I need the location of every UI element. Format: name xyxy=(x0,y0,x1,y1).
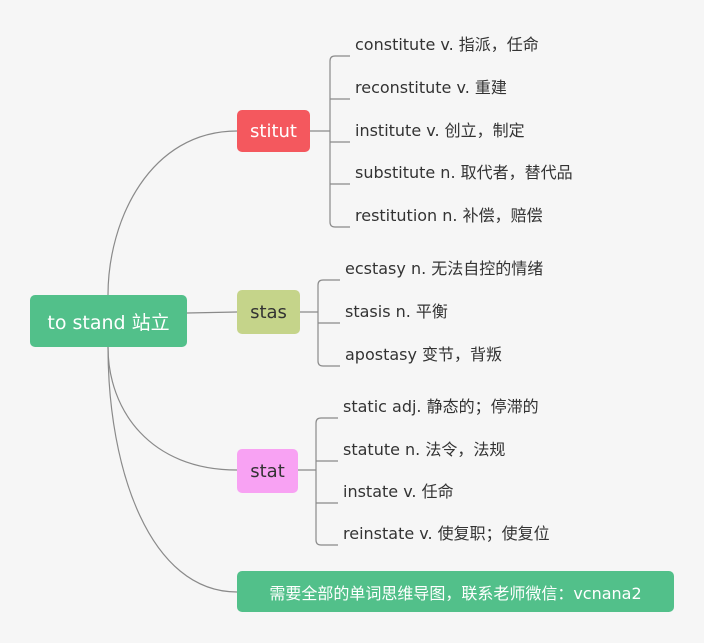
connector-stat-tick-1 xyxy=(315,417,338,470)
leaf-stitut-5[interactable]: restitution n. 补偿，赔偿 xyxy=(355,206,543,225)
branch-stat[interactable]: stat xyxy=(237,449,298,493)
leaf-stat-4[interactable]: reinstate v. 使复职；使复位 xyxy=(343,524,550,543)
connector-root-stat xyxy=(107,346,238,471)
connector-root-stitut xyxy=(107,130,238,296)
connector-stitut-tick-5 xyxy=(329,131,350,228)
leaf-stas-1[interactable]: ecstasy n. 无法自控的情绪 xyxy=(345,259,544,278)
connector-root-note xyxy=(107,346,238,593)
connector-stas-tick-3 xyxy=(317,312,340,367)
connector-stitut-tick-1 xyxy=(329,55,350,131)
connector-root-stas xyxy=(186,311,238,314)
leaf-stas-3[interactable]: apostasy 变节，背叛 xyxy=(345,345,503,364)
connector-stas-tick-1 xyxy=(317,279,340,312)
leaf-stas-2[interactable]: stasis n. 平衡 xyxy=(345,302,448,321)
leaf-stat-3[interactable]: instate v. 任命 xyxy=(343,482,454,501)
branch-stitut[interactable]: stitut xyxy=(237,110,310,152)
connector-stat-tick-4 xyxy=(315,470,338,546)
leaf-stat-2[interactable]: statute n. 法令，法规 xyxy=(343,440,506,459)
leaf-stitut-1[interactable]: constitute v. 指派，任命 xyxy=(355,35,539,54)
branch-stas[interactable]: stas xyxy=(237,290,300,334)
leaf-stitut-3[interactable]: institute v. 创立，制定 xyxy=(355,121,525,140)
connector-lines xyxy=(107,55,350,593)
leaf-stitut-4[interactable]: substitute n. 取代者，替代品 xyxy=(355,163,573,182)
leaf-stitut-2[interactable]: reconstitute v. 重建 xyxy=(355,78,507,97)
root-topic[interactable]: to stand 站立 xyxy=(30,295,187,347)
leaf-stat-1[interactable]: static adj. 静态的；停滞的 xyxy=(343,397,539,416)
contact-note[interactable]: 需要全部的单词思维导图，联系老师微信：vcnana2 xyxy=(237,571,674,612)
